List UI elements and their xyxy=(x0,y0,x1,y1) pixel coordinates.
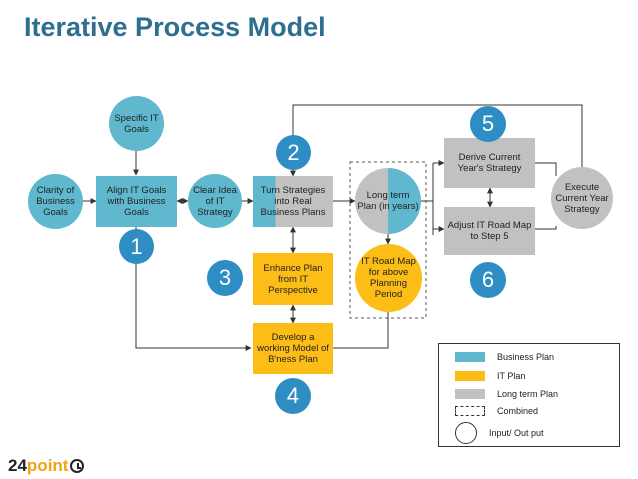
legend-item-business-plan: Business Plan xyxy=(455,352,554,362)
legend-swatch-input-output xyxy=(455,422,477,444)
legend-label: Long term Plan xyxy=(497,389,559,399)
page-title: Iterative Process Model xyxy=(24,12,326,42)
derive-current-strategy-node: Derive Current Year's Strategy xyxy=(444,138,535,188)
brand-suffix: point xyxy=(26,456,69,475)
step-badge-1: 1 xyxy=(119,229,154,264)
legend-item-long-term-plan: Long term Plan xyxy=(455,389,558,399)
legend-label: IT Plan xyxy=(497,371,526,381)
clarity-business-goals-node: Clarity of Business Goals xyxy=(28,174,83,229)
legend: Business Plan IT Plan Long term Plan Com… xyxy=(438,343,620,447)
clear-idea-it-strategy-node: Clear Idea of IT Strategy xyxy=(188,174,242,228)
execute-current-year-strategy-node: Execute Current Year Strategy xyxy=(551,167,613,229)
legend-item-it-plan: IT Plan xyxy=(455,371,525,381)
brand-prefix: 24 xyxy=(8,456,27,475)
develop-working-model-node: Develop a working Model of B'ness Plan xyxy=(253,323,333,374)
legend-swatch-business xyxy=(455,352,485,362)
align-it-goals-node: Align IT Goals with Business Goals xyxy=(96,176,177,227)
legend-label: Combined xyxy=(497,406,539,416)
specific-it-goals-node: Specific IT Goals xyxy=(109,96,164,151)
step-badge-6: 6 xyxy=(470,262,506,298)
legend-item-combined: Combined xyxy=(455,406,538,416)
legend-label: Input/ Out put xyxy=(489,428,544,438)
legend-label: Business Plan xyxy=(497,352,555,362)
step-badge-2: 2 xyxy=(276,135,311,170)
legend-swatch-it xyxy=(455,371,485,381)
step-badge-5: 5 xyxy=(470,106,506,142)
long-term-plan-node: Long term Plan (in years) xyxy=(355,168,421,234)
legend-swatch-long-term xyxy=(455,389,485,399)
legend-swatch-combined xyxy=(455,406,485,416)
enhance-plan-node: Enhance Plan from IT Perspective xyxy=(253,253,333,305)
step-badge-3: 3 xyxy=(207,260,243,296)
adjust-it-road-map-node: Adjust IT Road Map to Step 5 xyxy=(444,207,535,255)
step-badge-4: 4 xyxy=(275,378,311,414)
legend-item-input-output: Input/ Out put xyxy=(455,422,544,444)
it-road-map-node: IT Road Map for above Planning Period xyxy=(355,244,422,312)
clock-icon xyxy=(70,459,85,473)
turn-strategies-node: Turn Strategies into Real Business Plans xyxy=(253,176,333,227)
